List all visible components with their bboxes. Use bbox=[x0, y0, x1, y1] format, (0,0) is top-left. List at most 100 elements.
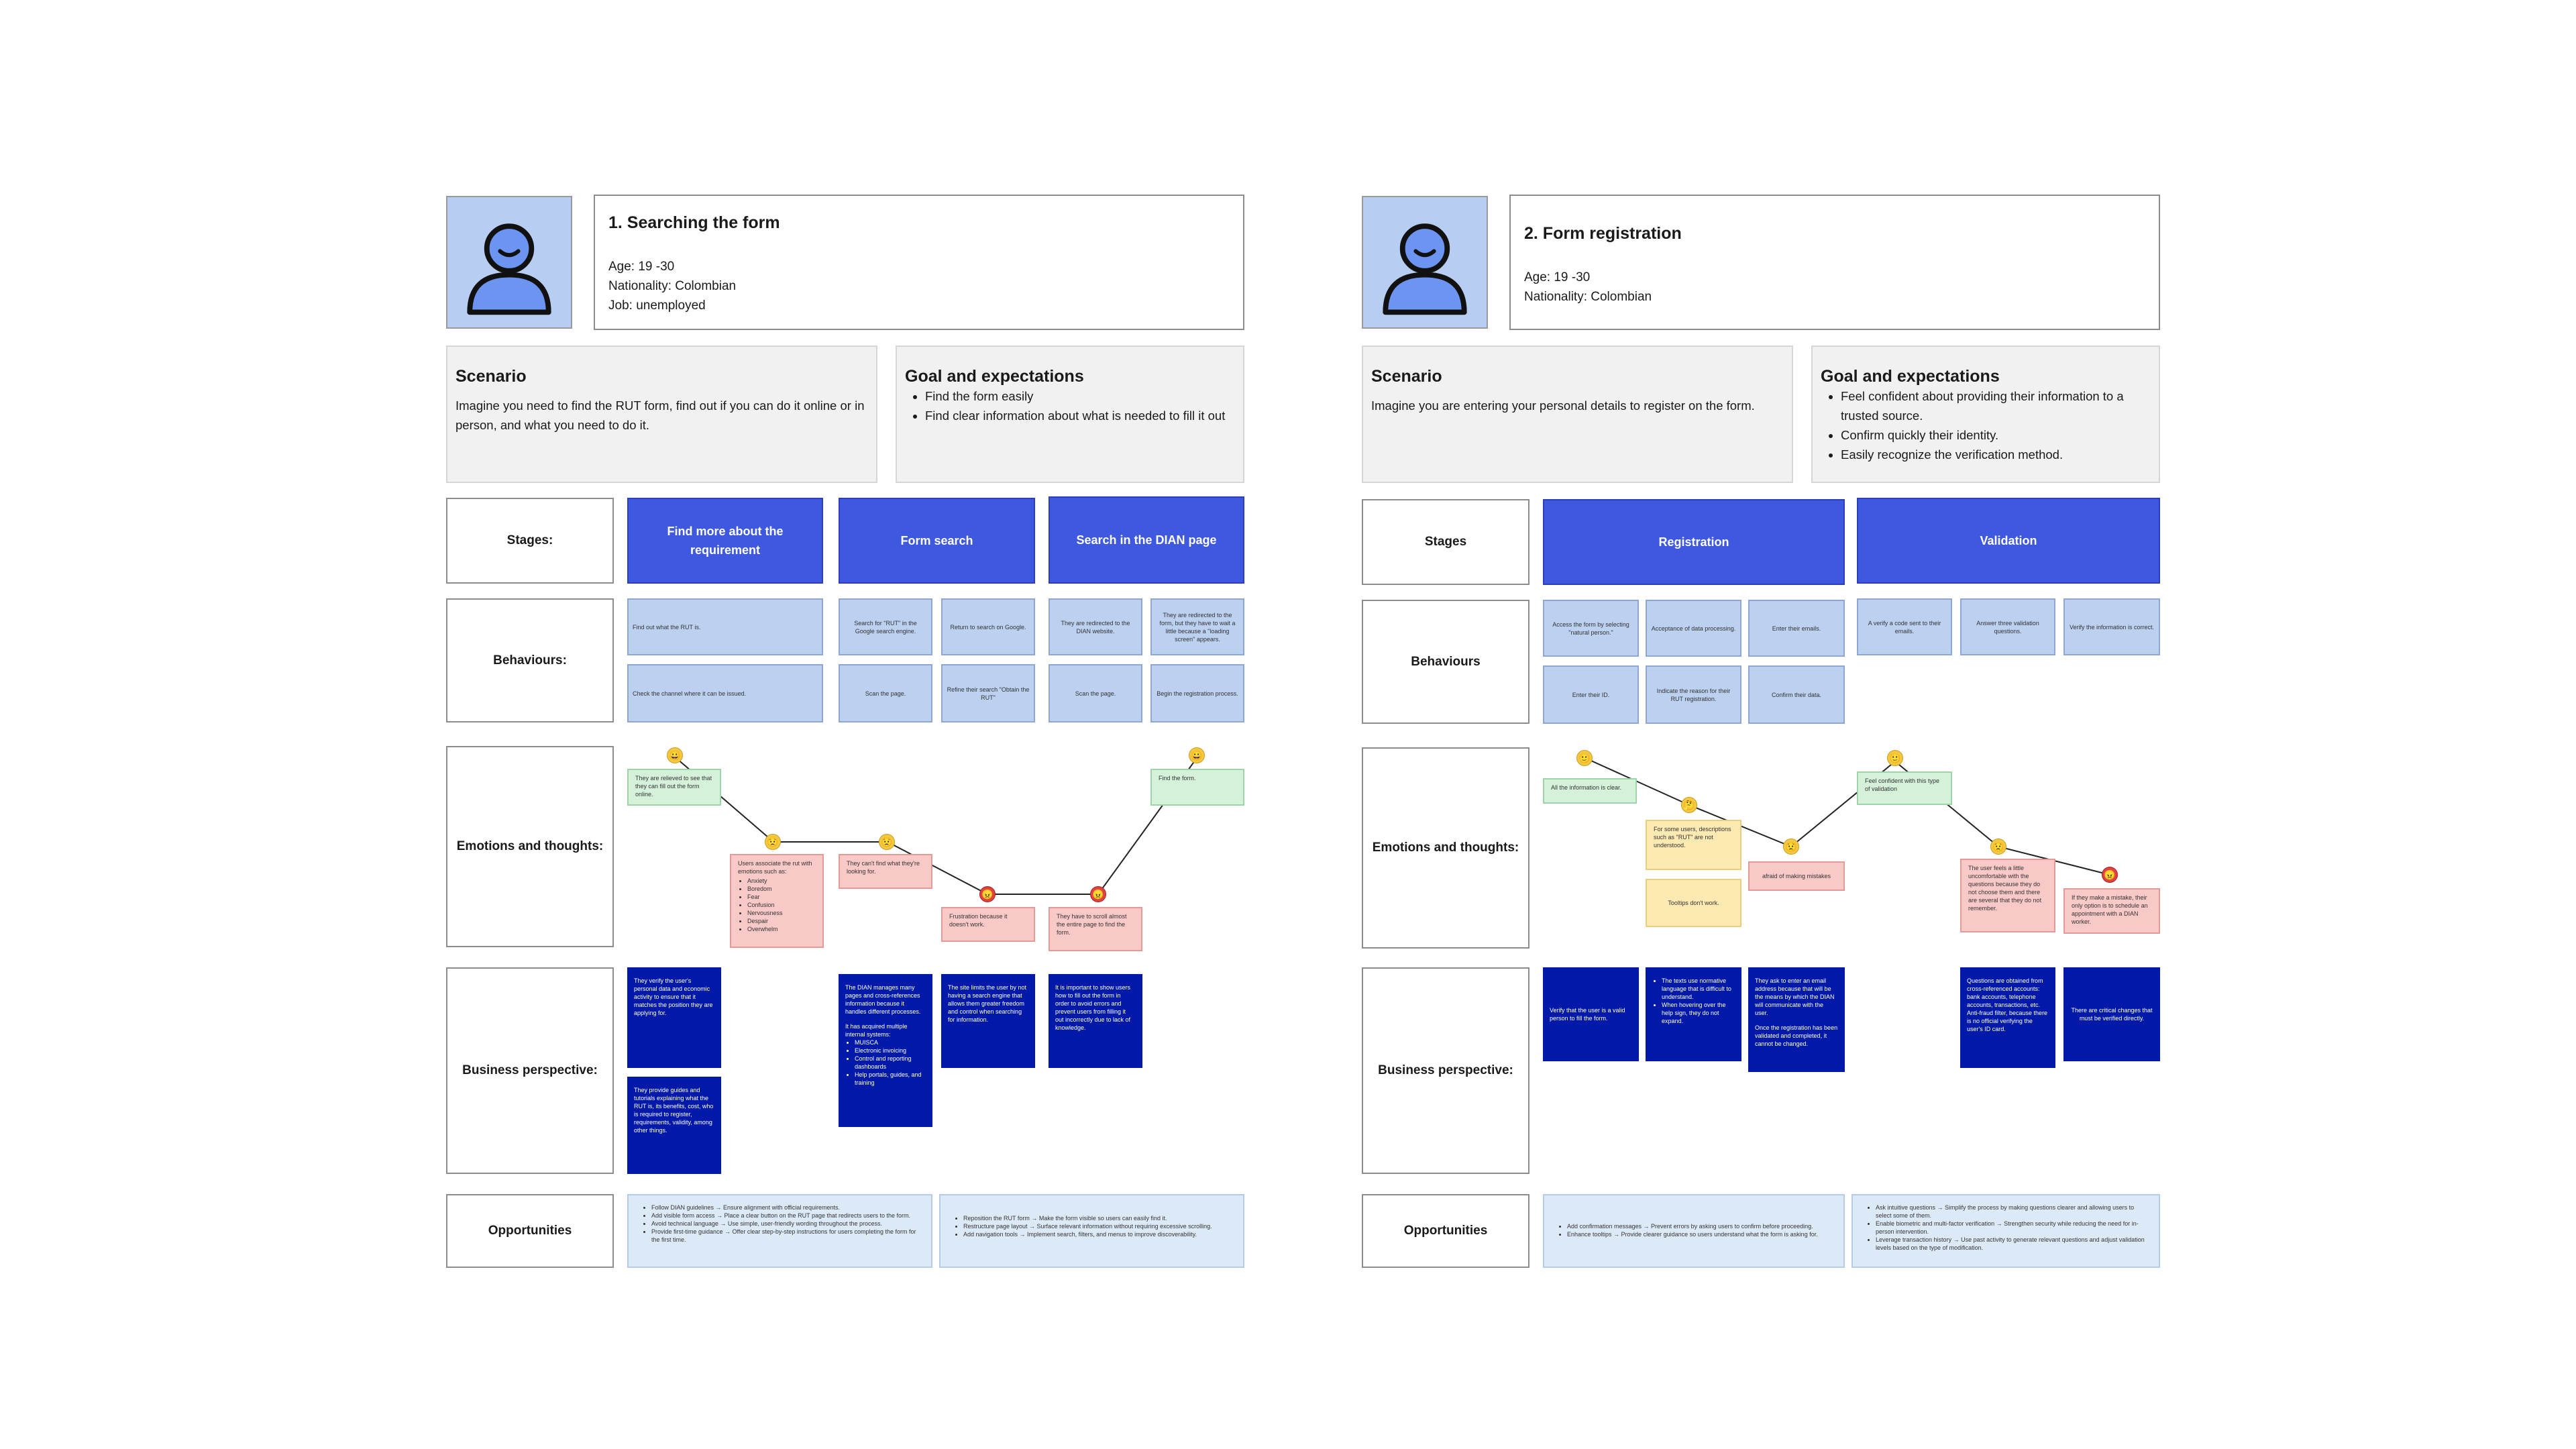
business-item: Control and reporting dashboards bbox=[855, 1055, 926, 1071]
emotion-item: Boredom bbox=[747, 885, 816, 893]
profile-title: 2. Form registration bbox=[1524, 224, 1682, 243]
opportunity-item: Add navigation tools → Implement search,… bbox=[963, 1230, 1230, 1238]
profile-title: 1. Searching the form bbox=[608, 213, 780, 232]
emoji-happy: 😀 bbox=[1189, 747, 1205, 763]
business-note: Verify that the user is a valid person t… bbox=[1543, 967, 1639, 1061]
row-label-behaviours: Behaviours bbox=[1362, 600, 1529, 724]
stage-registration: Registration bbox=[1543, 499, 1845, 585]
emotion-note: All the information is clear. bbox=[1543, 778, 1637, 804]
behaviour-note: Find out what the RUT is. bbox=[627, 598, 823, 655]
opportunity-item: Reposition the RUT form → Make the form … bbox=[963, 1214, 1230, 1222]
emoji-happy: 😀 bbox=[667, 747, 683, 763]
opportunity-list: Reposition the RUT form → Make the form … bbox=[954, 1214, 1230, 1238]
scenario-title: Scenario bbox=[1371, 367, 1442, 386]
stage-find-requirement: Find more about the requirement bbox=[627, 498, 823, 584]
row-label-opportunities: Opportunities bbox=[1362, 1194, 1529, 1268]
goal-item: Easily recognize the verification method… bbox=[1841, 445, 2151, 464]
person-icon bbox=[467, 223, 551, 315]
behaviour-note: Refine their search "Obtain the RUT" bbox=[941, 664, 1035, 722]
row-label-business: Business perspective: bbox=[446, 967, 614, 1174]
scenario-card: Scenario Imagine you need to find the RU… bbox=[446, 345, 877, 483]
opportunity-item: Enable biometric and multi-factor verifi… bbox=[1876, 1220, 2145, 1236]
profile-age: Age: 19 -30 bbox=[608, 260, 675, 274]
business-note: Questions are obtained from cross-refere… bbox=[1960, 967, 2055, 1068]
profile-nationality: Nationality: Colombian bbox=[608, 279, 737, 293]
goal-list: Feel confident about providing their inf… bbox=[1821, 386, 2151, 464]
row-label-stages: Stages: bbox=[446, 498, 614, 584]
business-text: They ask to enter an email address becau… bbox=[1755, 977, 1835, 1016]
emotion-item: Anxiety bbox=[747, 877, 816, 885]
emotion-item: Nervousness bbox=[747, 909, 816, 917]
emoji-worried: 😟 bbox=[879, 834, 895, 850]
behaviour-note: Begin the registration process. bbox=[1150, 664, 1244, 722]
business-item: The texts use normative language that is… bbox=[1662, 977, 1735, 1001]
scenario-card: Scenario Imagine you are entering your p… bbox=[1362, 345, 1793, 483]
behaviour-note: Acceptance of data processing. bbox=[1646, 600, 1741, 657]
business-item: Help portals, guides, and training bbox=[855, 1071, 926, 1087]
scenario-title: Scenario bbox=[455, 367, 527, 386]
behaviour-note: Access the form by selecting "natural pe… bbox=[1543, 600, 1639, 657]
persona-avatar bbox=[446, 196, 572, 329]
emotion-item: Despair bbox=[747, 917, 816, 925]
goal-card: Goal and expectations Find the form easi… bbox=[896, 345, 1244, 483]
behaviour-note: Enter their ID. bbox=[1543, 665, 1639, 724]
behaviour-note: Verify the information is correct. bbox=[2063, 598, 2160, 655]
behaviour-note: Scan the page. bbox=[839, 664, 932, 722]
business-text: The DIAN manages many pages and cross-re… bbox=[845, 984, 921, 1015]
business-note: They provide guides and tutorials explai… bbox=[627, 1077, 721, 1174]
behaviour-note: Return to search on Google. bbox=[941, 598, 1035, 655]
person-icon bbox=[1383, 223, 1467, 315]
emotion-list: Anxiety Boredom Fear Confusion Nervousne… bbox=[738, 877, 816, 933]
row-label-opportunities: Opportunities bbox=[446, 1194, 614, 1268]
opportunity-item: Avoid technical language → Use simple, u… bbox=[651, 1220, 918, 1228]
emoji-thinking: 🤔 bbox=[1681, 797, 1697, 813]
emotion-note: They have to scroll almost the entire pa… bbox=[1049, 907, 1142, 951]
behaviour-note: Indicate the reason for their RUT regist… bbox=[1646, 665, 1741, 724]
goal-item: Find clear information about what is nee… bbox=[925, 406, 1235, 425]
opportunity-list: Add confirmation messages → Prevent erro… bbox=[1558, 1222, 1830, 1238]
business-note: They verify the user's personal data and… bbox=[627, 967, 721, 1068]
goal-title: Goal and expectations bbox=[905, 367, 1084, 386]
goal-item: Confirm quickly their identity. bbox=[1841, 425, 2151, 445]
goal-item: Find the form easily bbox=[925, 386, 1235, 406]
emotion-note: Frustration because it doesn't work. bbox=[941, 907, 1035, 942]
row-label-emotions: Emotions and thoughts: bbox=[446, 746, 614, 947]
stage-dian-page: Search in the DIAN page bbox=[1049, 496, 1244, 584]
behaviour-note: Search for "RUT" in the Google search en… bbox=[839, 598, 932, 655]
emoji-neutral: 🙂 bbox=[1576, 750, 1593, 766]
goal-title: Goal and expectations bbox=[1821, 367, 2000, 386]
persona-avatar bbox=[1362, 196, 1488, 329]
emotion-note: Find the form. bbox=[1150, 769, 1244, 806]
emotion-note: afraid of making mistakes bbox=[1748, 861, 1845, 891]
profile-age: Age: 19 -30 bbox=[1524, 270, 1591, 284]
emotion-note: Feel confident with this type of validat… bbox=[1857, 771, 1952, 805]
opportunity-list: Ask intuitive questions → Simplify the p… bbox=[1866, 1203, 2145, 1252]
emotion-note: They are relieved to see that they can f… bbox=[627, 769, 721, 806]
emoji-angry: 😠 bbox=[979, 886, 996, 902]
scenario-text: Imagine you need to find the RUT form, f… bbox=[455, 398, 865, 432]
business-item: Electronic invoicing bbox=[855, 1046, 926, 1055]
emotion-item: Fear bbox=[747, 893, 816, 901]
opportunity-item: Restructure page layout → Surface releva… bbox=[963, 1222, 1230, 1230]
business-note: There are critical changes that must be … bbox=[2063, 967, 2160, 1061]
business-note: The DIAN manages many pages and cross-re… bbox=[839, 974, 932, 1127]
row-label-stages: Stages bbox=[1362, 499, 1529, 585]
emoji-angry: 😠 bbox=[1090, 886, 1106, 902]
behaviour-note: They are redirected to the DIAN website. bbox=[1049, 598, 1142, 655]
business-text: Questions are obtained from cross-refere… bbox=[1967, 977, 2043, 1008]
business-item: When hovering over the help sign, they d… bbox=[1662, 1001, 1735, 1025]
behaviour-note: Scan the page. bbox=[1049, 664, 1142, 722]
emotion-note: If they make a mistake, their only optio… bbox=[2063, 888, 2160, 934]
emoji-neutral: 🙂 bbox=[1887, 750, 1903, 766]
business-note: They ask to enter an email address becau… bbox=[1748, 967, 1845, 1072]
emotion-note: They can't find what they're looking for… bbox=[839, 854, 932, 889]
opportunity-list: Follow DIAN guidelines → Ensure alignmen… bbox=[642, 1203, 918, 1244]
behaviour-note: Answer three validation questions. bbox=[1960, 598, 2055, 655]
emoji-angry: 😠 bbox=[2102, 867, 2118, 883]
emotion-note: The user feels a little uncomfortable wi… bbox=[1960, 859, 2055, 932]
goal-list: Find the form easily Find clear informat… bbox=[905, 386, 1235, 425]
opportunity-card: Ask intuitive questions → Simplify the p… bbox=[1851, 1194, 2160, 1268]
opportunity-item: Add visible form access → Place a clear … bbox=[651, 1212, 918, 1220]
business-note: The site limits the user by not having a… bbox=[941, 974, 1035, 1068]
